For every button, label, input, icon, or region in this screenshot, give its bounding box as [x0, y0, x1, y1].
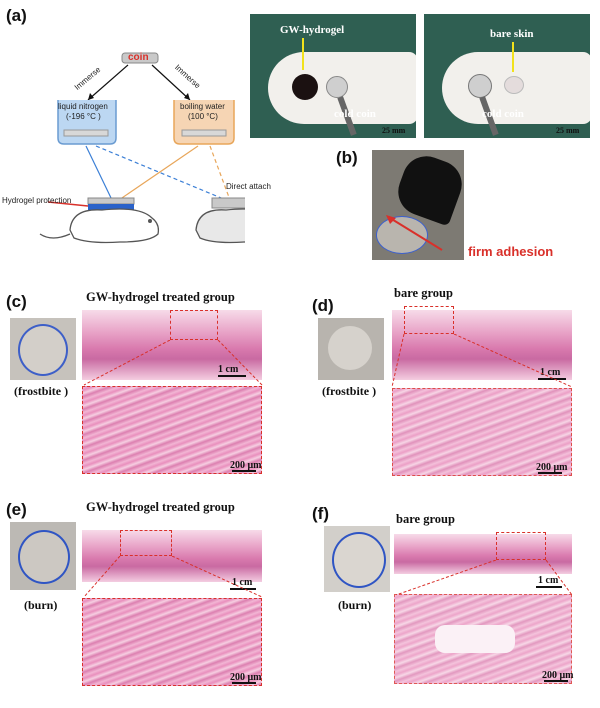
panel-e-skin-photo: [10, 522, 76, 590]
arrow-to-nitrogen: [87, 64, 129, 101]
panel-f-strip: [394, 534, 572, 574]
photo-hydrogel-mouse: GW-hydrogel cold coin 25 mm: [250, 14, 416, 138]
line-hot-direct: [209, 145, 231, 201]
photo2-label: bare skin: [490, 28, 534, 40]
coin-shape: [121, 52, 159, 64]
hydrogel-protection-label: Hydrogel protection: [2, 196, 72, 205]
panel-e-scale-top: 1 cm: [232, 577, 253, 588]
photo2-scale: 25 mm: [556, 126, 580, 135]
adhesion-arrow: [386, 215, 443, 251]
nitrogen-temp: (-196 °C ): [66, 112, 101, 121]
panel-e-condition: (burn): [24, 598, 58, 612]
panel-c-zoom: [82, 386, 262, 474]
panel-f-roi: [496, 532, 546, 560]
panel-f-scale-zoom: 200 μm: [542, 670, 574, 681]
panel-a-label: (a): [6, 6, 27, 25]
panel-f-label: (f): [312, 504, 329, 523]
coin-label: coin: [128, 52, 149, 63]
panel-d-label: (d): [312, 296, 334, 315]
panel-d-scale-top: 1 cm: [540, 367, 561, 378]
panel-f-zoom-lines: [395, 560, 573, 596]
direct-attach-label: Direct attach: [226, 182, 271, 191]
panel-c-strip: [82, 310, 262, 380]
photo1-coin-label: cold coin: [334, 108, 376, 120]
mouse-right: [195, 208, 245, 244]
panel-d-title: bare group: [394, 286, 453, 300]
arrow-to-boiling: [151, 64, 191, 101]
panel-e-label: (e): [6, 500, 27, 519]
panel-c-scale-top: 1 cm: [218, 364, 239, 375]
panel-c-scale-zoom: 200 μm: [230, 460, 262, 471]
panel-e-zoom-lines: [83, 556, 263, 598]
photo1-scale: 25 mm: [382, 126, 406, 135]
panel-e-title: GW-hydrogel treated group: [86, 500, 235, 514]
boiling-label: boiling water: [180, 102, 225, 111]
mouse-left: [69, 208, 160, 244]
line-cold-direct: [95, 145, 227, 201]
nitrogen-label: liquid nitrogen: [58, 102, 108, 111]
photo2-coin-label: cold coin: [482, 108, 524, 120]
panel-f-condition: (burn): [338, 598, 372, 612]
panel-d-scale-zoom: 200 μm: [536, 462, 568, 473]
panel-b-label: (b): [336, 148, 358, 167]
panel-c-zoom-lines: [83, 340, 263, 386]
panel-d-roi: [404, 306, 454, 334]
line-hot-protect: [115, 145, 199, 203]
panel-f-title: bare group: [396, 512, 455, 526]
panel-f-scale-top: 1 cm: [538, 575, 559, 586]
line-cold-protect: [85, 145, 113, 201]
panel-c-skin-photo: [10, 318, 76, 380]
panel-c-title: GW-hydrogel treated group: [86, 290, 235, 304]
panel-c-label: (c): [6, 292, 27, 311]
boiling-temp: (100 °C): [188, 112, 218, 121]
photo-bare-mouse: bare skin cold coin 25 mm: [424, 14, 590, 138]
firm-adhesion-label: firm adhesion: [468, 244, 554, 259]
panel-e-zoom: [82, 598, 262, 686]
panel-d-condition: (frostbite ): [322, 384, 377, 398]
panel-a-schematic: [39, 52, 245, 244]
photo1-label: GW-hydrogel: [280, 24, 345, 36]
panel-e-roi: [120, 530, 172, 556]
panel-c-condition: (frostbite ): [14, 384, 69, 398]
panel-f-zoom: [394, 594, 572, 684]
panel-d-zoom-lines: [391, 334, 573, 388]
panel-e-scale-zoom: 200 μm: [230, 672, 262, 683]
panel-d-zoom: [392, 388, 572, 476]
panel-c-roi: [170, 310, 218, 340]
photo-adhesion: [372, 150, 464, 260]
panel-f-skin-photo: [324, 526, 390, 592]
panel-d-strip: [392, 310, 572, 380]
panel-d-skin-photo: [318, 318, 384, 380]
